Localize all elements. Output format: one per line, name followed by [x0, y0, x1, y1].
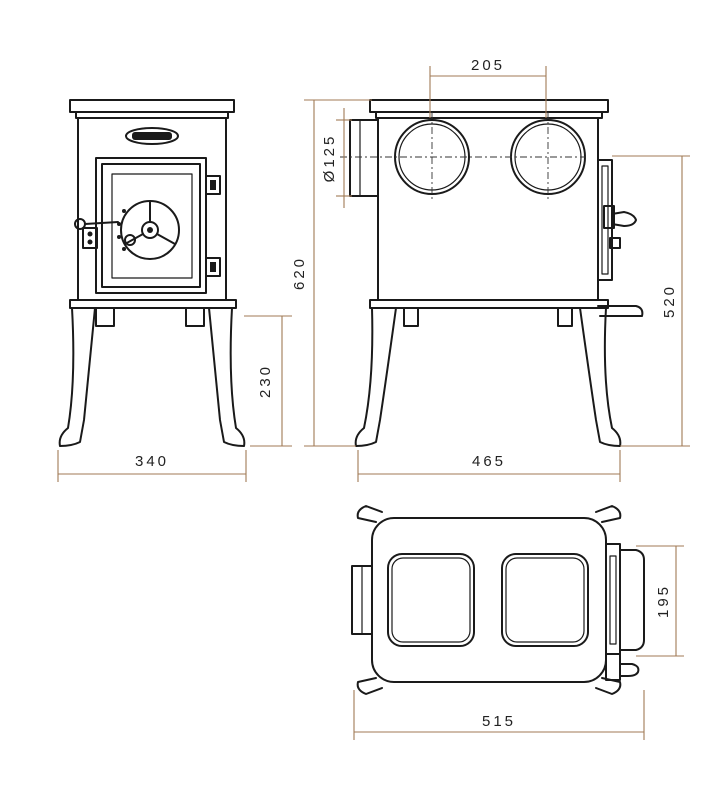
dim-side-height [612, 155, 690, 447]
side-view [340, 99, 644, 447]
side-body [377, 117, 599, 301]
front-body [77, 117, 227, 301]
dimension-labels: 340 205 465 515 230 620 Ø125 520 195 [135, 57, 678, 730]
brand-badge [125, 127, 179, 145]
side-door-profile [597, 159, 637, 281]
plan-leg-feet [356, 505, 622, 695]
dim-front-width [57, 450, 247, 482]
plan-body [371, 517, 607, 683]
label-flue-diameter: Ø125 [321, 134, 338, 183]
front-door [95, 157, 207, 294]
side-legs [354, 307, 622, 447]
dim-side-depth [357, 450, 621, 482]
door-hinges [205, 175, 221, 277]
front-legs [58, 307, 246, 447]
label-side-depth: 465 [472, 453, 506, 470]
dim-door-handle [636, 545, 684, 657]
dim-leg-height [244, 315, 292, 447]
side-top-plate [369, 99, 609, 119]
label-leg-height: 230 [257, 364, 274, 398]
plan-flue-collar [351, 565, 373, 635]
label-plan-depth: 515 [482, 713, 516, 730]
label-flue-spacing: 205 [471, 57, 505, 74]
centerlines [340, 112, 586, 202]
label-front-width: 340 [135, 453, 169, 470]
rear-flue-collar [349, 119, 379, 197]
dim-flue-diameter [336, 108, 352, 208]
dim-flue-spacing [429, 66, 547, 118]
plan-door-handle [605, 543, 645, 681]
dimension-lines [57, 66, 690, 740]
dim-plan-depth [353, 690, 645, 740]
label-door-handle: 195 [655, 584, 672, 618]
air-vent-wheel [117, 200, 180, 260]
front-top-plate [69, 99, 235, 119]
front-view [58, 99, 246, 447]
label-side-height: 520 [661, 284, 678, 318]
side-base [369, 299, 644, 327]
ash-shelf [597, 305, 644, 317]
dim-overall-height [304, 99, 372, 447]
front-base [69, 299, 237, 327]
plan-view [351, 505, 645, 695]
plan-hotplates [387, 553, 589, 647]
door-handle [74, 218, 136, 249]
label-overall-height: 620 [291, 256, 308, 290]
